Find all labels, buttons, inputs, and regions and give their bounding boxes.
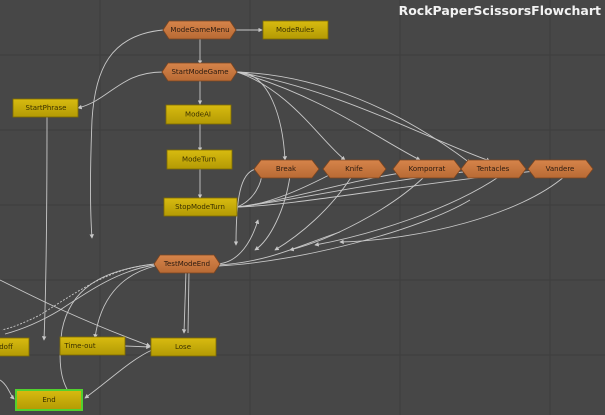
node-mode-rules-label: ModeRules [276, 26, 314, 34]
node-knife[interactable]: Knife [322, 159, 387, 179]
node-mode-game-menu[interactable]: ModeGameMenu [162, 20, 237, 40]
node-lose[interactable]: Lose [150, 337, 217, 357]
flowchart-title: RockPaperScissorsFlowchart [399, 3, 601, 18]
node-time-out[interactable]: Time-out [59, 336, 126, 356]
node-komporrat[interactable]: Komporrat [392, 159, 462, 179]
node-handoff[interactable]: doff [0, 337, 30, 357]
node-mode-turn[interactable]: ModeTurn [166, 149, 233, 170]
node-komporrat-label: Komporrat [409, 165, 446, 173]
node-mode-rules[interactable]: ModeRules [262, 20, 329, 40]
node-start-phrase[interactable]: StartPhrase [12, 98, 79, 118]
node-end-label: End [42, 396, 55, 404]
node-break-label: Break [276, 165, 297, 173]
node-stop-mode-turn[interactable]: StopModeTurn [163, 197, 238, 217]
node-tentacles[interactable]: Tentacles [460, 159, 527, 179]
node-handoff-label: doff [0, 343, 13, 351]
node-mode-turn-label: ModeTurn [182, 156, 216, 164]
node-end[interactable]: End [15, 389, 83, 411]
node-start-phrase-label: StartPhrase [26, 104, 67, 112]
node-lose-label: Lose [175, 343, 191, 351]
node-test-mode-end-label: TestModeEnd [163, 260, 210, 268]
node-mode-ai[interactable]: ModeAI [165, 104, 232, 125]
node-break[interactable]: Break [253, 159, 320, 179]
node-test-mode-end[interactable]: TestModeEnd [153, 254, 221, 274]
node-start-mode-game[interactable]: StartModeGame [161, 62, 238, 82]
node-vandere[interactable]: Vandere [527, 159, 594, 179]
node-tentacles-label: Tentacles [476, 165, 510, 173]
node-vandere-label: Vandere [546, 165, 575, 173]
node-mode-game-menu-label: ModeGameMenu [170, 26, 229, 34]
node-time-out-label: Time-out [63, 342, 96, 350]
node-mode-ai-label: ModeAI [185, 111, 211, 119]
node-start-mode-game-label: StartModeGame [171, 68, 228, 76]
node-stop-mode-turn-label: StopModeTurn [175, 203, 225, 211]
node-knife-label: Knife [345, 165, 363, 173]
